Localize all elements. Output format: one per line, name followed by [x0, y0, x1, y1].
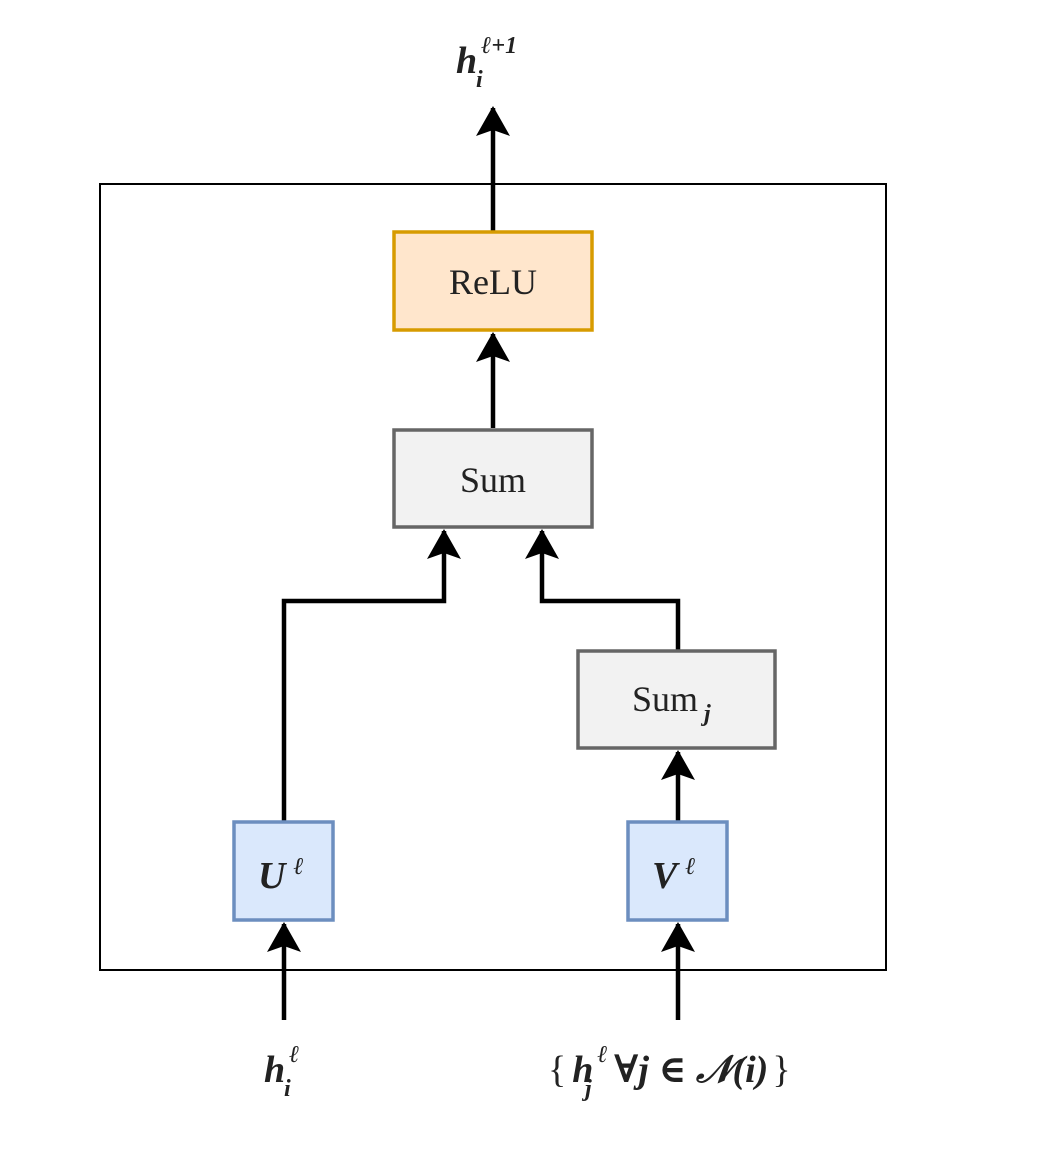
- u-label-base: U: [258, 855, 288, 897]
- input-right-label-sub: j: [581, 1076, 592, 1102]
- input-right-close-brace: }: [772, 1049, 790, 1091]
- sum-j-label-sub: j: [700, 701, 711, 727]
- output-label-sup: ℓ+1: [481, 33, 517, 59]
- output-label-sub: i: [476, 67, 483, 93]
- output-label: h ℓ+1 i: [456, 33, 521, 93]
- relu-node: ReLU: [392, 230, 594, 332]
- input-left-label-base: h: [264, 1049, 285, 1091]
- u-label: U ℓ: [258, 854, 304, 897]
- u-node: U ℓ: [232, 820, 335, 922]
- v-label-sup: ℓ: [685, 854, 695, 880]
- v-label-base: V: [652, 855, 680, 897]
- input-left-label: h ℓ i: [264, 1042, 303, 1102]
- sum-j-label-base: Sum: [632, 679, 698, 719]
- output-label-base: h: [456, 40, 477, 82]
- u-to-sum-arrow: [281, 529, 461, 822]
- sumj-to-sum-arrow: [525, 529, 681, 651]
- input-left-label-sup: ℓ: [289, 1042, 299, 1068]
- input-right-label-sup: ℓ: [597, 1042, 607, 1068]
- v-label: V ℓ: [652, 854, 696, 897]
- input-right-forall: ∀j ∈ 𝒩(i): [614, 1049, 768, 1091]
- sum-node: Sum: [392, 428, 594, 529]
- u-label-sup: ℓ: [293, 854, 303, 880]
- input-right-label-base: h: [572, 1049, 593, 1091]
- sum-j-label: Sum j: [632, 679, 711, 727]
- sum-j-node: Sum j: [576, 649, 777, 750]
- sum-label: Sum: [460, 460, 526, 500]
- relu-label: ReLU: [449, 262, 537, 302]
- input-left-label-sub: i: [284, 1076, 291, 1102]
- input-right-open-brace: {: [548, 1049, 566, 1091]
- input-right-label: { h ℓ j ∀j ∈ 𝒩(i) }: [548, 1042, 791, 1102]
- v-node: V ℓ: [626, 820, 729, 922]
